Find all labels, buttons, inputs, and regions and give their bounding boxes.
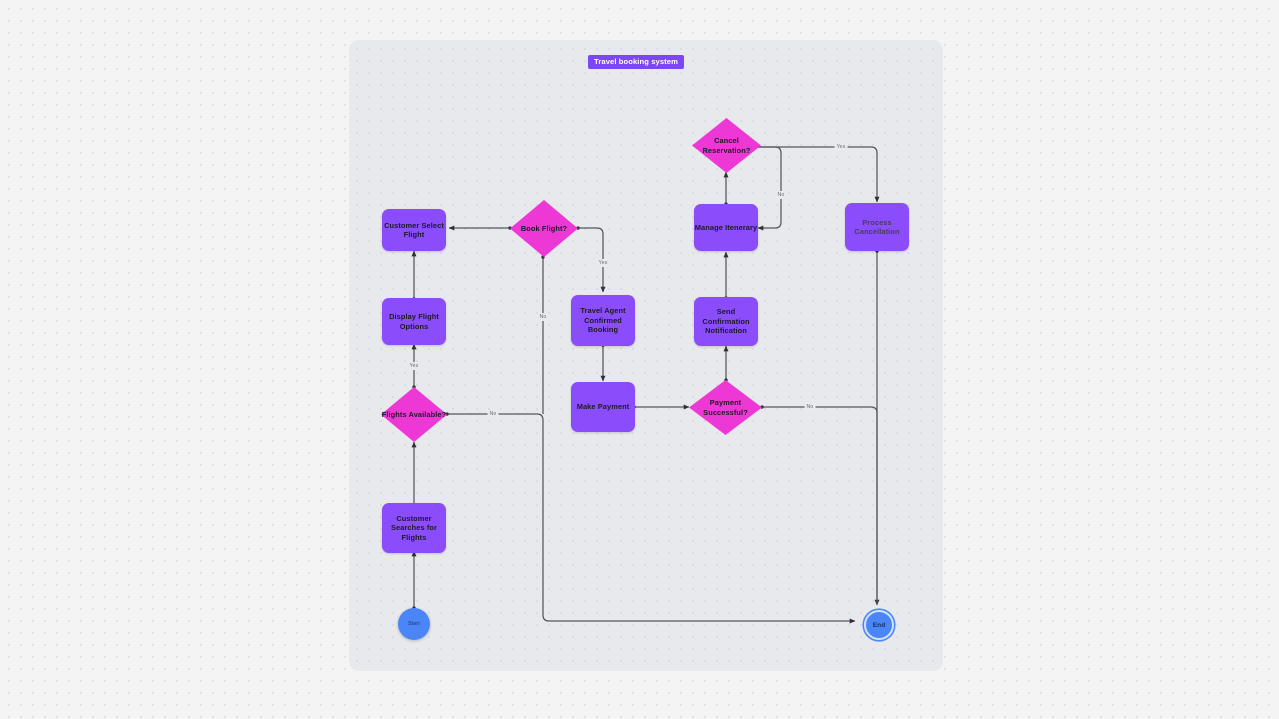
- flights-available-label: Flights Available?: [381, 409, 447, 419]
- edge-label-cancel-reservation-yes: Yes: [834, 143, 848, 151]
- node-display-flight-options[interactable]: Display Flight Options: [382, 298, 446, 345]
- node-book-flight[interactable]: Book Flight?: [510, 200, 578, 257]
- node-payment-successful[interactable]: Payment Successful?: [689, 380, 762, 435]
- node-cancel-reservation[interactable]: Cancel Reservation?: [692, 118, 761, 173]
- diagram-title-badge[interactable]: Travel booking system: [588, 55, 684, 69]
- node-customer-select-flight[interactable]: Customer Select Flight: [382, 209, 446, 251]
- node-make-payment[interactable]: Make Payment: [571, 382, 635, 432]
- node-customer-searches-for-flights[interactable]: Customer Searches for Flights: [382, 503, 446, 553]
- node-process-cancellation[interactable]: Process Cancellation: [845, 203, 909, 251]
- node-start[interactable]: Start: [398, 608, 430, 640]
- node-send-confirmation-notification[interactable]: Send Confirmation Notification: [694, 297, 758, 346]
- node-end[interactable]: End: [864, 610, 894, 640]
- edge-label-payment-successful-no: No: [804, 403, 816, 411]
- node-manage-itenerary[interactable]: Manage Itenerary: [694, 204, 758, 251]
- edge-label-flights-available-no: No: [487, 410, 499, 418]
- payment-successful-label: Payment Successful?: [703, 397, 748, 417]
- node-travel-agent-confirmed-booking[interactable]: Travel Agent Confirmed Booking: [571, 295, 635, 346]
- node-flights-available[interactable]: Flights Available?: [381, 387, 447, 442]
- diagram-canvas[interactable]: [349, 40, 943, 671]
- edge-label-flights-available-yes: Yes: [407, 362, 421, 370]
- edge-label-book-flight-yes: Yes: [596, 259, 610, 267]
- cancel-reservation-label: Cancel Reservation?: [702, 135, 751, 155]
- book-flight-label: Book Flight?: [520, 223, 568, 233]
- edge-label-cancel-reservation-no: No: [775, 191, 787, 199]
- edge-label-book-flight-no: No: [537, 313, 549, 321]
